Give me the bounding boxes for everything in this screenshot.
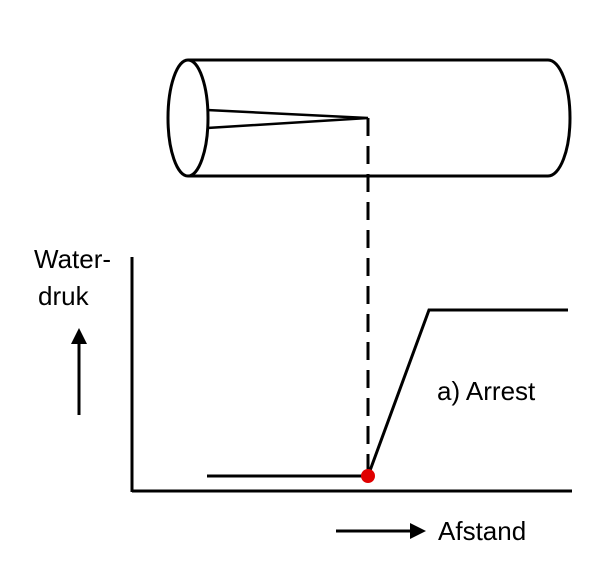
y-axis-label-line1: Water- bbox=[34, 244, 111, 274]
pipe-cylinder bbox=[166, 58, 572, 178]
x-axis-label: Afstand bbox=[438, 516, 526, 546]
crack-wedge bbox=[206, 108, 369, 130]
crack-tip-marker bbox=[361, 469, 375, 483]
curve-label: a) Arrest bbox=[437, 376, 536, 406]
pipe-end-ellipse bbox=[166, 58, 210, 178]
pressure-curve bbox=[207, 308, 568, 478]
up-arrow-icon bbox=[71, 328, 87, 415]
y-axis-label-line2: druk bbox=[38, 281, 90, 311]
right-arrow-icon bbox=[336, 523, 426, 539]
pipe-body bbox=[188, 58, 572, 178]
